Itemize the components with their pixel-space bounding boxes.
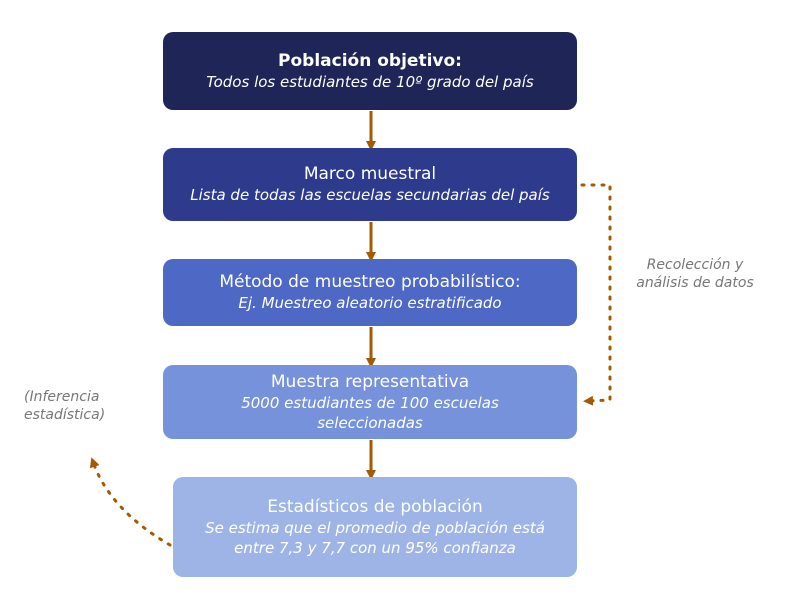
box-title: Método de muestreo probabilístico: [219,272,521,292]
box-subtitle: Ej. Muestreo aleatorio estratificado [238,294,502,312]
box-representative-sample: Muestra representativa 5000 estudiantes … [163,365,577,439]
note-statistical-inference: (Inferencia estadística) [24,389,106,423]
dotted-collection-arrow [580,183,612,406]
box-title: Marco muestral [303,164,437,184]
box-title: Muestra representativa [270,371,470,392]
box-title: Estadísticos de población [267,496,483,517]
box-subtitle: Lista de todas las escuelas secundarias … [190,186,550,204]
box-target-population: Población objetivo: Todos los estudiante… [163,32,577,110]
box-subtitle: Todos los estudiantes de 10º grado del p… [206,72,534,91]
box-sampling-method: Método de muestreo probabilístico: Ej. M… [163,259,577,326]
box-sampling-frame: Marco muestral Lista de todas las escuel… [163,148,577,221]
box-title: Población objetivo: [278,50,462,71]
note-data-collection: Recolección y análisis de datos [636,257,754,291]
dotted-inference-arrow [89,457,172,547]
box-population-statistics: Estadísticos de población Se estima que … [173,477,577,577]
box-subtitle: Se estima que el promedio de población e… [205,518,545,557]
box-subtitle: 5000 estudiantes de 100 escuelas selecci… [241,393,499,432]
